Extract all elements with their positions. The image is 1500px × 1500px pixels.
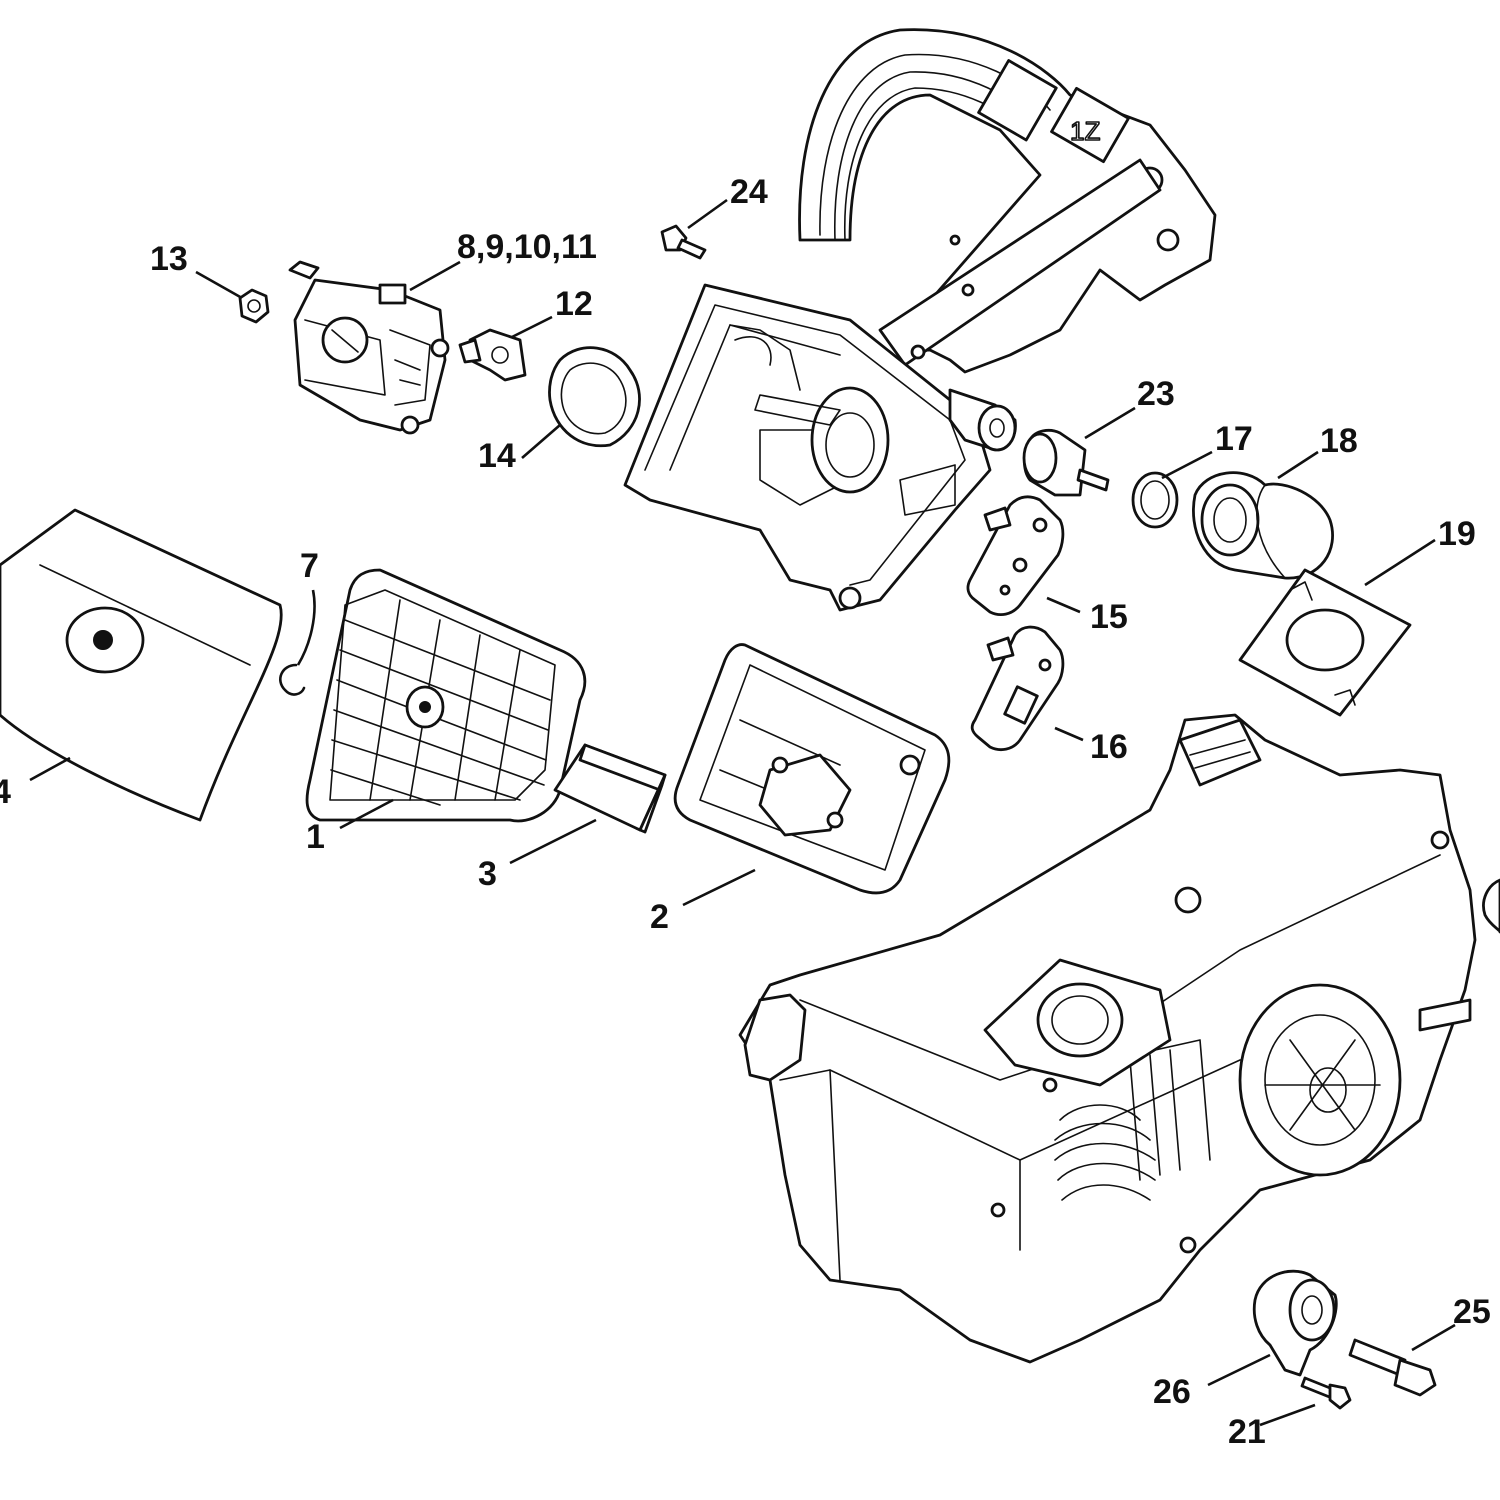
callout-19: 19 <box>1438 515 1476 553</box>
callout-8-11: 8,9,10,11 <box>457 228 597 266</box>
callout-14: 14 <box>478 437 516 475</box>
callout-labels: 1 2 3 4 7 8,9,10,11 12 13 14 15 16 17 18… <box>0 173 1491 1451</box>
callout-21: 21 <box>1228 1413 1266 1451</box>
valve-part <box>458 328 527 382</box>
screw-25-part <box>1348 1338 1437 1397</box>
flange-19-part <box>1238 568 1412 717</box>
foam-block-part <box>553 743 667 834</box>
callout-3: 3 <box>478 855 497 893</box>
handle-housing-part: 1Z <box>623 28 1217 612</box>
filter-cover-part <box>0 508 283 822</box>
screw-24-part <box>660 224 707 260</box>
callout-13: 13 <box>150 240 188 278</box>
callout-25: 25 <box>1453 1293 1491 1331</box>
callout-23: 23 <box>1137 375 1175 413</box>
callout-16: 16 <box>1090 728 1128 766</box>
filter-base-part <box>673 643 951 895</box>
leader-lines <box>29 198 1456 1427</box>
manifold-18-part <box>1192 471 1334 580</box>
carburetor-part <box>288 260 450 435</box>
callout-12: 12 <box>555 285 593 323</box>
cylinder-fins <box>1054 1039 1211 1201</box>
nut-part <box>238 288 270 324</box>
callout-7: 7 <box>300 547 319 585</box>
gasket-part <box>548 346 641 448</box>
callout-24: 24 <box>730 173 768 211</box>
callout-1: 1 <box>306 818 325 856</box>
plate-15-part <box>966 495 1065 617</box>
callout-4: 4 <box>0 773 11 811</box>
callout-17: 17 <box>1215 420 1253 458</box>
callout-18: 18 <box>1320 422 1358 460</box>
plate-16-part <box>970 625 1065 752</box>
callout-15: 15 <box>1090 598 1128 636</box>
filter-mesh-pattern <box>330 599 551 806</box>
cover-26-part <box>1252 1269 1338 1377</box>
mount-23-part <box>1022 428 1110 497</box>
clip-part <box>279 663 306 696</box>
callout-2: 2 <box>650 898 669 936</box>
engine-crankcase-part <box>738 713 1500 1364</box>
ring-17-part <box>1131 471 1179 529</box>
air-filter-part <box>305 568 587 823</box>
screw-21-part <box>1300 1376 1352 1410</box>
svg-text:1Z: 1Z <box>1070 116 1100 146</box>
callout-26: 26 <box>1153 1373 1191 1411</box>
